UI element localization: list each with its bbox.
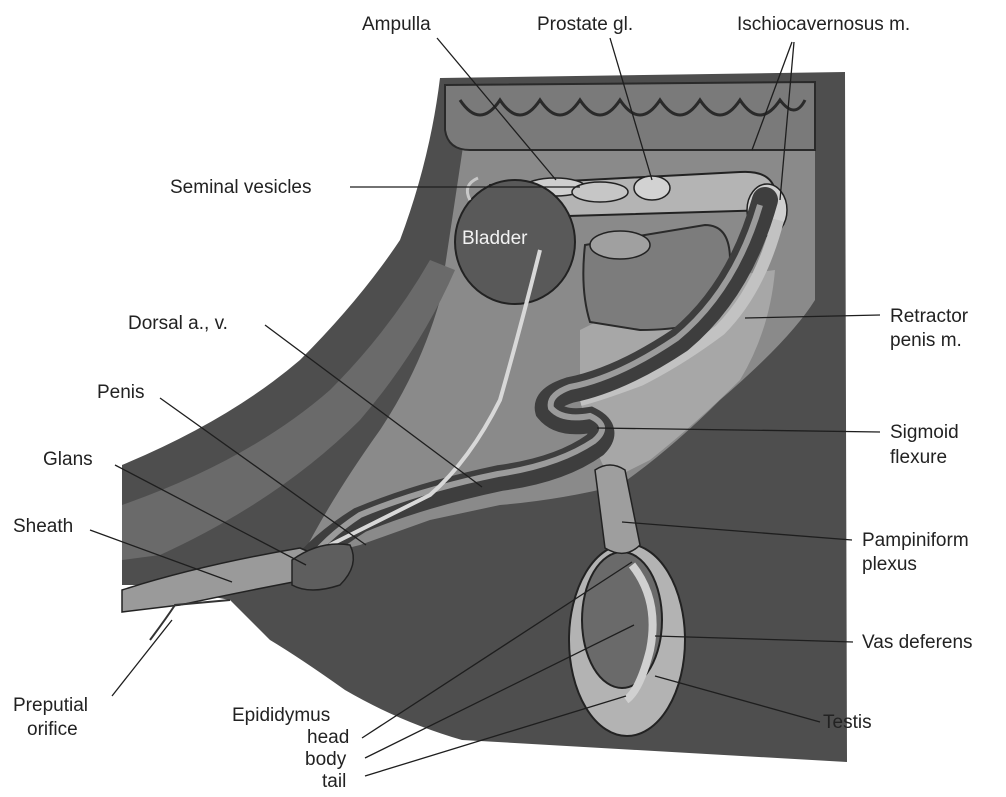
label-epi-head: head <box>307 727 349 748</box>
label-testis: Testis <box>823 712 872 733</box>
label-epi-body: body <box>305 749 347 770</box>
label-bladder: Bladder <box>462 228 528 249</box>
label-pampiniform-1: Pampiniform <box>862 530 969 551</box>
label-sigmoid-2: flexure <box>890 447 947 468</box>
label-pampiniform-2: plexus <box>862 554 917 575</box>
label-penis: Penis <box>97 382 145 403</box>
label-ischiocavernosus: Ischiocavernosus m. <box>737 14 910 35</box>
label-seminal-vesicles: Seminal vesicles <box>170 177 312 198</box>
label-retractor-1: Retractor <box>890 306 969 327</box>
label-dorsal: Dorsal a., v. <box>128 313 228 334</box>
label-retractor-2: penis m. <box>890 330 962 351</box>
label-epi-tail: tail <box>322 771 346 792</box>
label-prostate: Prostate gl. <box>537 14 633 35</box>
label-epididymus: Epididymus <box>232 705 330 726</box>
label-preputial-2: orifice <box>27 719 78 740</box>
label-sigmoid-1: Sigmoid <box>890 422 959 443</box>
label-ampulla: Ampulla <box>362 14 431 35</box>
leader-preputial <box>112 620 172 696</box>
label-preputial-1: Preputial <box>13 695 88 716</box>
label-glans: Glans <box>43 449 93 470</box>
seminal-vesicle-organ <box>572 182 628 202</box>
pelvic-bone-head <box>590 231 650 259</box>
label-vas-deferens: Vas deferens <box>862 632 973 653</box>
label-sheath: Sheath <box>13 516 73 537</box>
